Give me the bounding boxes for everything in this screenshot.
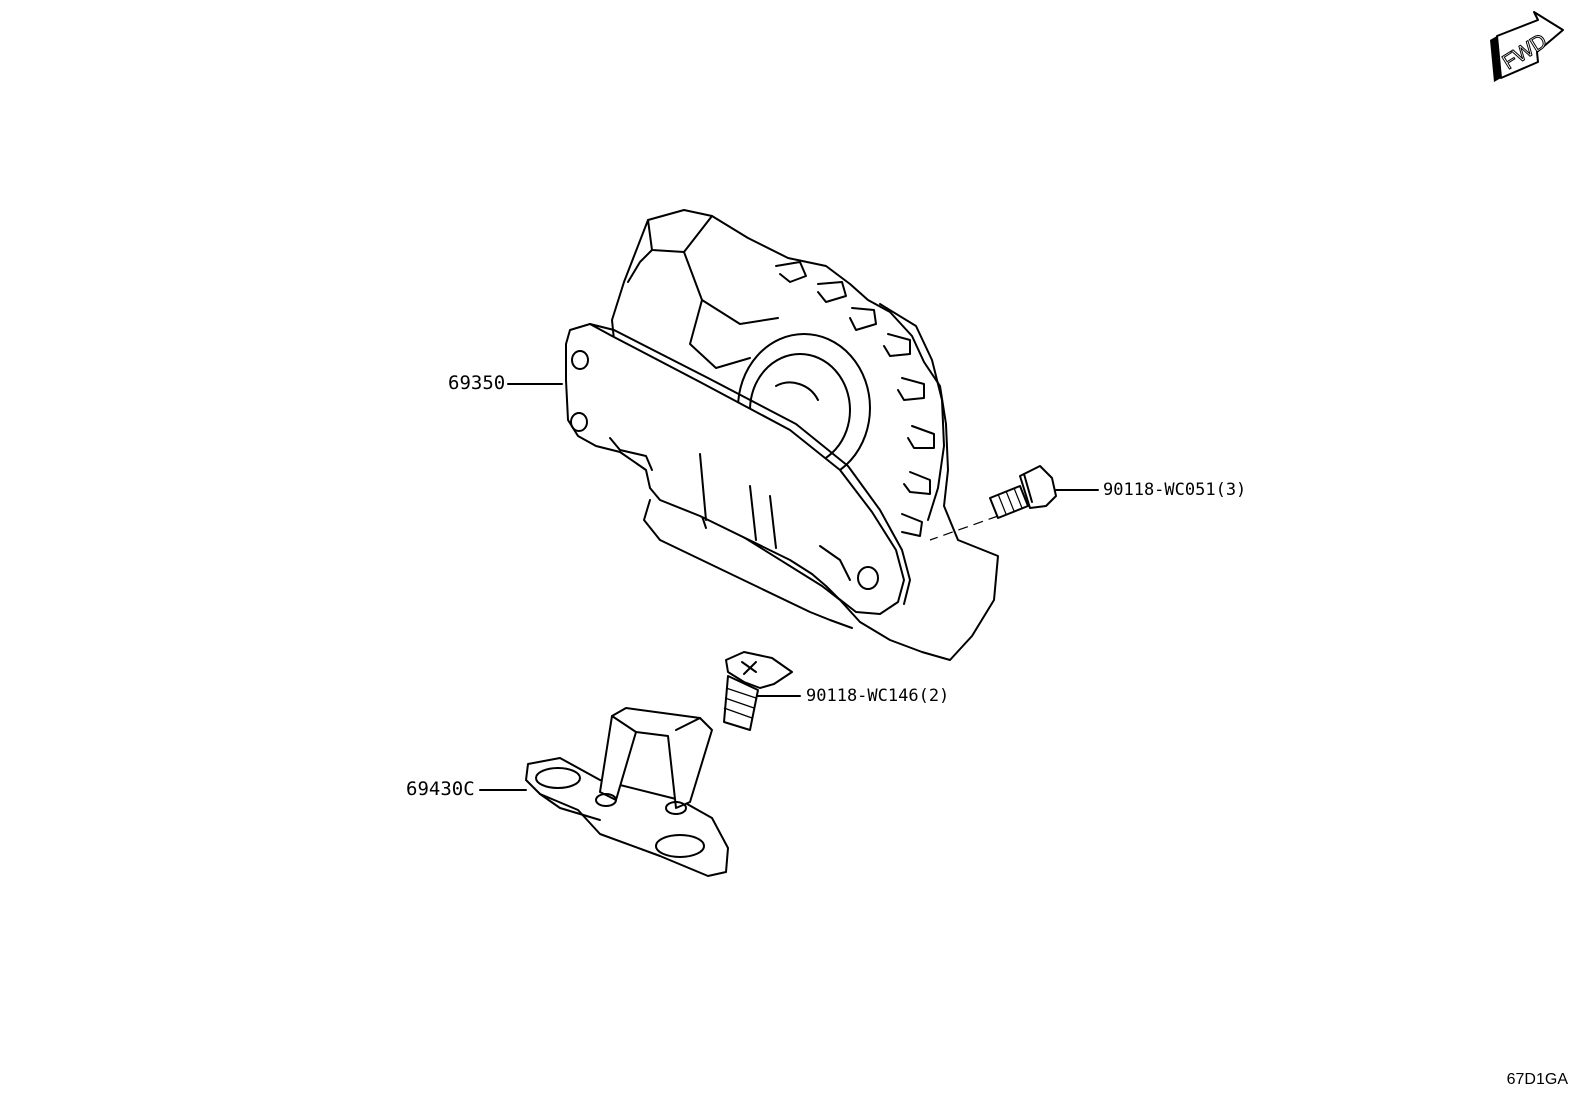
screw-wc146-drawing [723, 651, 801, 731]
callout-90118-wc146[interactable]: 90118-WC146(2) [806, 686, 950, 706]
bolt-wc051-drawing [929, 465, 1099, 541]
diagram-code: 67D1GA [1506, 1071, 1568, 1088]
callout-69350[interactable]: 69350 [448, 372, 506, 394]
callout-90118-wc051[interactable]: 90118-WC051(3) [1103, 480, 1247, 500]
callout-69430c[interactable]: 69430C [406, 778, 475, 800]
lock-assembly-drawing [565, 209, 999, 661]
fwd-arrow-icon: FWD [1490, 11, 1564, 82]
striker-drawing [479, 707, 729, 877]
